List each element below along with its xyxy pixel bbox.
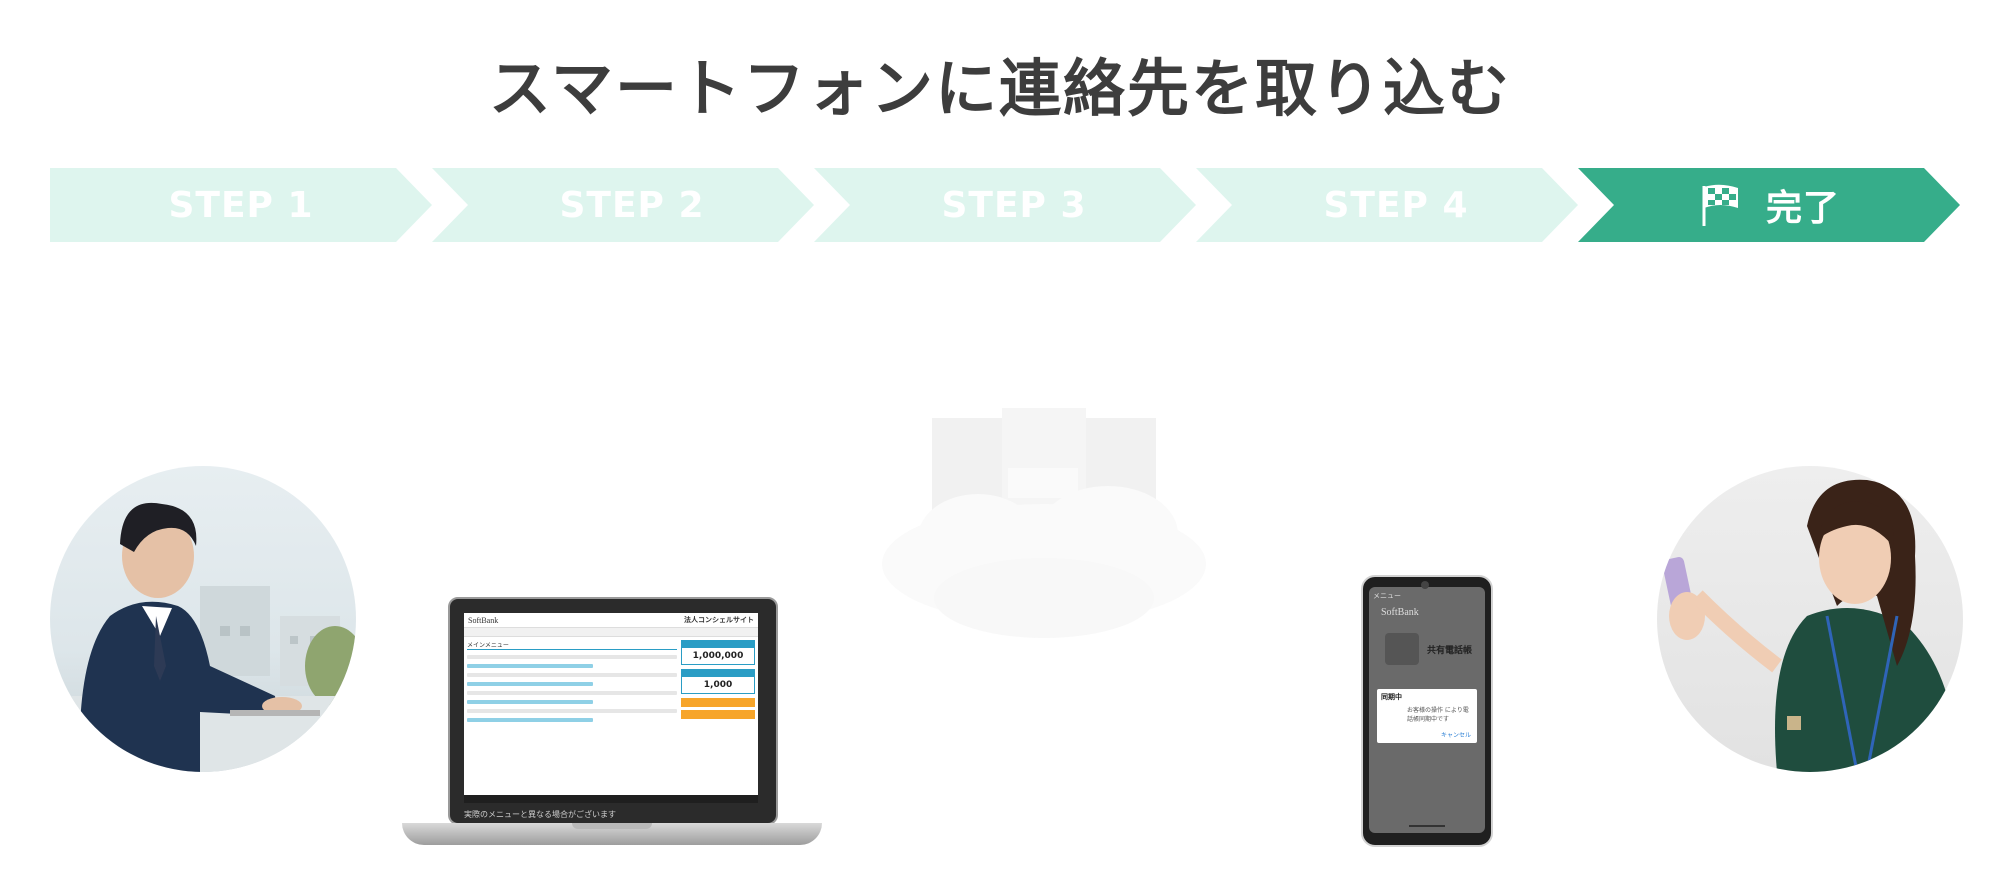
checkered-flag-icon: [1698, 182, 1744, 228]
screen-brand: SoftBank: [468, 615, 499, 625]
screen-sidebar: 1,000,000 1,000: [681, 640, 755, 727]
cloud-server-icon: [868, 398, 1220, 648]
screen-line: [467, 673, 677, 677]
laptop-notch: [572, 823, 652, 829]
laptop-base: [402, 823, 822, 845]
screen-link: [467, 682, 593, 686]
step-1-label: STEP 1: [168, 184, 314, 226]
amount-card: 1,000,000: [681, 640, 755, 665]
phone-menu-label: メニュー: [1373, 592, 1401, 600]
screen-main: メインメニュー: [467, 640, 677, 727]
laptop-device: SoftBank 法人コンシェルサイト メインメニュー 1,000,000: [402, 597, 822, 855]
screen-line: [467, 709, 677, 713]
screen-site-name: 法人コンシェルサイト: [684, 616, 754, 624]
screen-notice: 実際のメニューと異なる場合がございます: [464, 810, 616, 819]
count-card: 1,000: [681, 669, 755, 694]
screen-line: [467, 691, 677, 695]
phone-camera: [1421, 581, 1429, 589]
faq-banner: [681, 698, 755, 707]
screen-link: [467, 664, 593, 668]
page-title: スマートフォンに連絡先を取り込む: [488, 52, 1512, 125]
step-2-label: STEP 2: [559, 184, 705, 226]
phone-brand: SoftBank: [1381, 607, 1419, 618]
woman-with-phone-photo: [1657, 466, 1963, 772]
step-2: STEP 2: [432, 168, 814, 242]
screen-body: メインメニュー 1,000,000 1,000: [464, 637, 758, 730]
step-complete: 完了: [1578, 168, 1960, 242]
count-value: 1,000: [703, 680, 733, 690]
sync-dialog-title: 同期中: [1381, 693, 1402, 701]
step-1: STEP 1: [50, 168, 432, 242]
screen-header: SoftBank 法人コンシェルサイト: [464, 613, 758, 628]
step-3: STEP 3: [814, 168, 1196, 242]
step-3-label: STEP 3: [941, 184, 1087, 226]
phone-app-title: 共有電話帳: [1427, 646, 1473, 656]
screen-toolbar: [464, 628, 758, 637]
laptop-screen: SoftBank 法人コンシェルサイト メインメニュー 1,000,000: [464, 613, 758, 803]
step-progress-bar: STEP 1 STEP 2 STEP 3 STEP 4 完了: [50, 168, 1960, 242]
phone-screen: メニュー SoftBank 共有電話帳 同期中 お客様の操作 により電話帳同期中…: [1369, 587, 1485, 833]
step-4-label: STEP 4: [1323, 184, 1469, 226]
amount-value: 1,000,000: [692, 651, 744, 661]
sync-dialog-cancel-button[interactable]: キャンセル: [1440, 732, 1471, 739]
businessman-photo: [50, 466, 356, 772]
phone-home-bar: [1409, 825, 1445, 827]
promo-banner: [681, 710, 755, 719]
screen-link: [467, 700, 593, 704]
step-4: STEP 4: [1196, 168, 1578, 242]
sync-dialog-message: お客様の操作 により電話帳同期中です: [1407, 707, 1469, 723]
screen-link: [467, 718, 593, 722]
screen-menu-label: メインメニュー: [467, 640, 677, 650]
phonebook-app-icon: [1385, 633, 1419, 665]
step-complete-label: 完了: [1765, 188, 1840, 229]
screen-line: [467, 655, 677, 659]
smartphone-device: メニュー SoftBank 共有電話帳 同期中 お客様の操作 により電話帳同期中…: [1361, 575, 1493, 847]
sync-dialog: 同期中 お客様の操作 により電話帳同期中です キャンセル: [1377, 689, 1477, 743]
screen-taskbar: [464, 795, 758, 803]
